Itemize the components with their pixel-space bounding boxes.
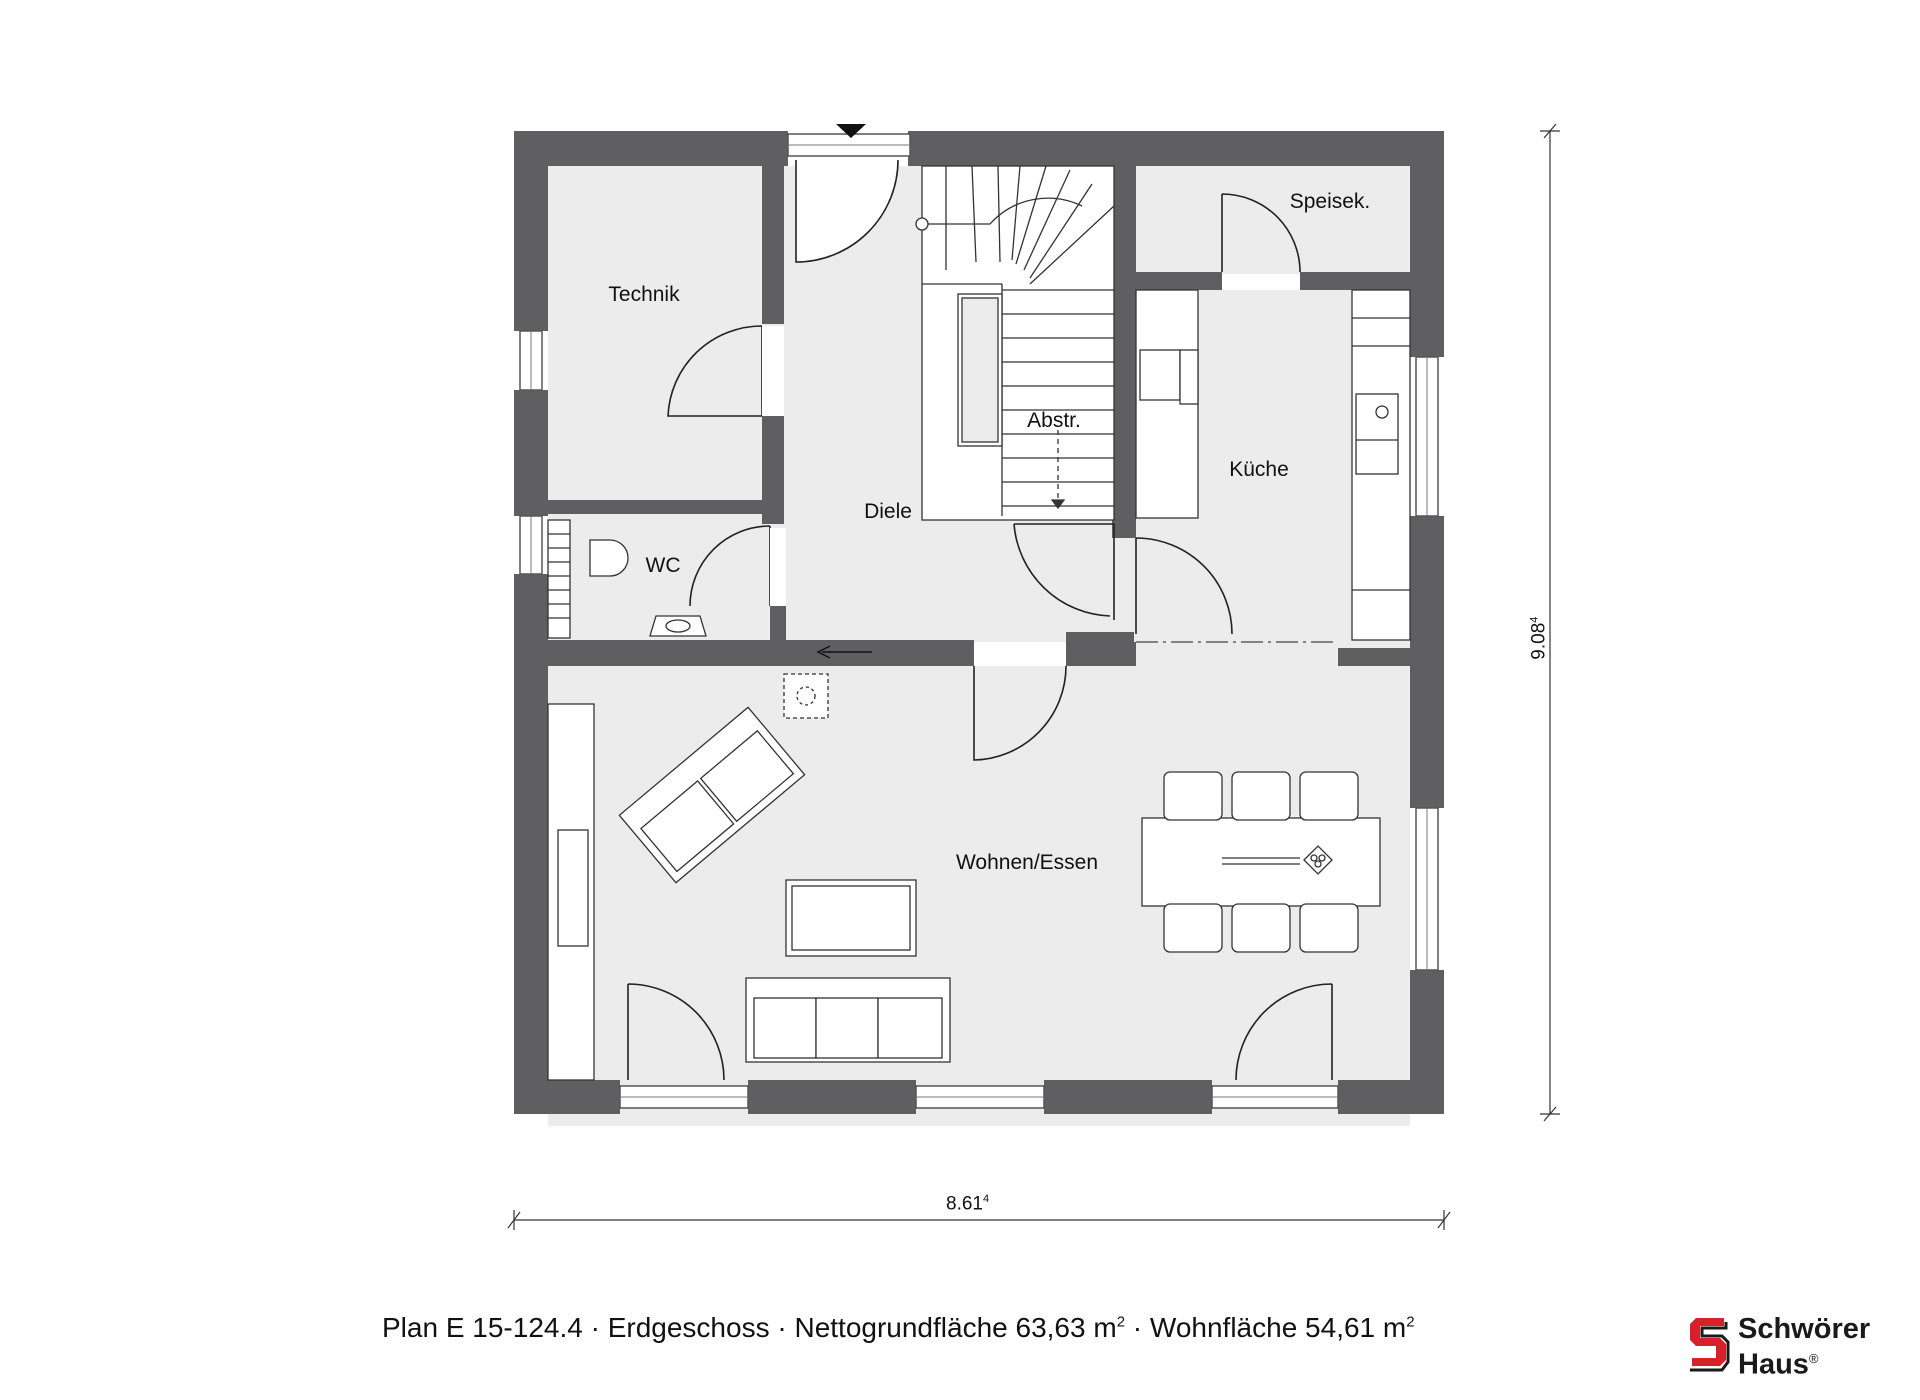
dimension-height-value: 9.08	[1528, 622, 1550, 660]
passage-arrow-icon	[816, 645, 872, 659]
room-label-speisekammer: Speisek.	[1289, 190, 1371, 213]
outer-wall-left-2	[514, 390, 548, 516]
wall-wc-right	[770, 606, 786, 642]
wall-technik-right-1	[762, 166, 784, 324]
room-label-kueche: Küche	[1229, 458, 1289, 481]
staircase	[915, 165, 1115, 521]
outer-wall-top-left	[514, 131, 788, 166]
door-terrace-right	[1235, 983, 1333, 1081]
dimension-width-sup: 4	[982, 1193, 990, 1205]
brand-logo-line1: Schwörer	[1738, 1313, 1871, 1345]
wall-stair-right	[1114, 166, 1136, 536]
door-abstellraum	[1013, 523, 1115, 620]
outer-wall-right-1	[1410, 131, 1444, 357]
room-label-wc: WC	[645, 554, 681, 577]
caption-separator: ·	[582, 1312, 608, 1343]
outer-wall-bottom-3	[1044, 1080, 1212, 1114]
plan-caption: Plan E 15-124.4 · Erdgeschoss · Nettogru…	[382, 1312, 1415, 1344]
caption-separator: ·	[769, 1312, 795, 1343]
doors	[627, 159, 1333, 1081]
caption-plan-id: Plan E 15-124.4	[382, 1312, 583, 1343]
outer-wall-bottom-4	[1338, 1080, 1444, 1114]
door-entry	[795, 159, 899, 263]
caption-net-area: Nettogrundfläche 63,63 m	[794, 1312, 1117, 1343]
wall-speise-bottom-1	[1136, 272, 1222, 290]
brand-logo-mark-icon	[1690, 1318, 1730, 1372]
dimension-width-label: 8.614	[946, 1193, 989, 1215]
wall-speise-bottom-2	[1300, 272, 1410, 290]
dimension-lines	[507, 123, 1560, 1230]
outer-wall-top-right	[910, 131, 1444, 166]
wall-living-top-1	[548, 640, 974, 666]
dimension-height-label: 9.084	[1528, 617, 1550, 660]
wc-fixtures	[547, 519, 707, 639]
door-speisekammer	[1221, 193, 1301, 273]
door-terrace-left	[627, 983, 725, 1081]
dimension-width-value: 8.61	[946, 1193, 983, 1215]
caption-living-area: Wohnfläche 54,61 m	[1149, 1312, 1407, 1343]
wall-kitchen-left-bottom	[1114, 642, 1136, 666]
wall-living-top-3	[1338, 648, 1410, 666]
caption-square-sup: 2	[1406, 1313, 1415, 1331]
room-label-abstellraum: Abstr.	[1027, 409, 1081, 432]
outer-wall-bottom-2	[748, 1080, 916, 1114]
room-label-wohnen-essen: Wohnen/Essen	[955, 851, 1099, 874]
caption-separator: ·	[1125, 1312, 1150, 1343]
wall-technik-right-2	[762, 416, 784, 524]
brand-logo-registered: ®	[1808, 1351, 1819, 1366]
outer-wall-left-3	[514, 574, 548, 1114]
wall-stair-bottom	[1112, 520, 1136, 538]
outer-wall-right-2	[1410, 516, 1444, 808]
wall-technik-bottom	[548, 500, 784, 514]
brand-logo-line2: Haus	[1738, 1348, 1809, 1381]
caption-floor: Erdgeschoss	[607, 1312, 770, 1343]
room-label-technik: Technik	[608, 283, 680, 306]
kitchen-furniture	[1135, 289, 1411, 641]
room-label-diele: Diele	[864, 500, 912, 523]
outer-wall-bottom-1	[514, 1080, 620, 1114]
entrance-arrow-icon	[836, 124, 866, 138]
caption-square-sup: 2	[1116, 1313, 1126, 1331]
outer-wall-left-1	[514, 131, 548, 331]
dimension-height-sup: 4	[1528, 616, 1541, 623]
walls	[514, 131, 1444, 1114]
door-living	[973, 665, 1067, 761]
living-furniture	[547, 673, 1381, 1081]
door-kitchen	[1135, 537, 1233, 635]
